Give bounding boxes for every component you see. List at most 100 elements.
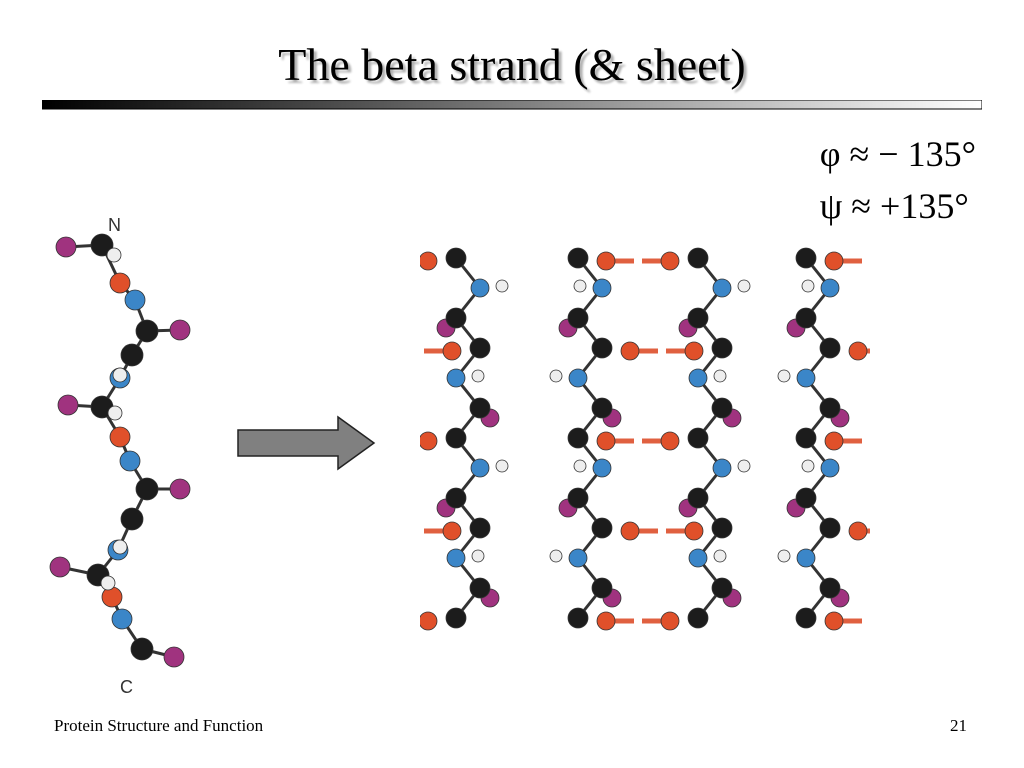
hydrogen-atom xyxy=(713,549,727,563)
hydrogen-atom xyxy=(801,279,815,293)
side-chain-atom xyxy=(169,478,191,500)
hydrogen-atom xyxy=(777,369,791,383)
oxygen-atom xyxy=(109,426,131,448)
c-terminus-label: C xyxy=(120,677,133,697)
oxygen-atom xyxy=(420,251,438,271)
carbon-atom xyxy=(469,397,491,419)
oxygen-atom xyxy=(824,431,844,451)
n-terminus-label: N xyxy=(108,215,121,235)
oxygen-atom xyxy=(101,586,123,608)
oxygen-atom xyxy=(596,251,616,271)
carbon-atom xyxy=(711,397,733,419)
side-chain-atom xyxy=(49,556,71,578)
hydrogen-atom xyxy=(107,405,123,421)
carbon-atom xyxy=(469,337,491,359)
nitrogen-atom xyxy=(446,548,466,568)
sheet-atoms xyxy=(420,247,868,631)
carbon-atom xyxy=(445,487,467,509)
carbon-atom xyxy=(445,427,467,449)
oxygen-atom xyxy=(848,341,868,361)
nitrogen-atom xyxy=(470,458,490,478)
carbon-atom xyxy=(469,517,491,539)
nitrogen-atom xyxy=(820,458,840,478)
nitrogen-atom xyxy=(712,278,732,298)
carbon-atom xyxy=(567,247,589,269)
carbon-atom xyxy=(795,247,817,269)
carbon-atom xyxy=(711,337,733,359)
oxygen-atom xyxy=(660,431,680,451)
hydrogen-atom xyxy=(713,369,727,383)
carbon-atom xyxy=(591,517,613,539)
carbon-atom xyxy=(591,337,613,359)
carbon-atom xyxy=(135,319,159,343)
hydrogen-atom xyxy=(495,279,509,293)
nitrogen-atom xyxy=(820,278,840,298)
hydrogen-atom xyxy=(573,279,587,293)
hydrogen-atom xyxy=(495,459,509,473)
strand-atoms xyxy=(49,233,191,668)
carbon-atom xyxy=(819,397,841,419)
oxygen-atom xyxy=(660,611,680,631)
oxygen-atom xyxy=(824,251,844,271)
carbon-atom xyxy=(819,577,841,599)
oxygen-atom xyxy=(442,521,462,541)
phi-angle: φ ≈ − 135° xyxy=(819,134,976,174)
carbon-atom xyxy=(819,337,841,359)
torsion-angles: φ ≈ − 135° ψ ≈ +135° xyxy=(820,128,976,232)
psi-angle: ψ ≈ +135° xyxy=(819,186,969,226)
carbon-atom xyxy=(795,607,817,629)
oxygen-atom xyxy=(660,251,680,271)
carbon-atom xyxy=(711,577,733,599)
carbon-atom xyxy=(795,307,817,329)
carbon-atom xyxy=(687,427,709,449)
hydrogen-atom xyxy=(112,539,128,555)
hydrogen-atom xyxy=(112,367,128,383)
hydrogen-atom xyxy=(801,459,815,473)
hydrogen-atom xyxy=(471,549,485,563)
nitrogen-atom xyxy=(124,289,146,311)
nitrogen-atom xyxy=(796,548,816,568)
side-chain-atom xyxy=(57,394,79,416)
carbon-atom xyxy=(90,233,114,257)
carbon-atom xyxy=(445,607,467,629)
oxygen-atom xyxy=(620,521,640,541)
nitrogen-atom xyxy=(592,458,612,478)
carbon-atom xyxy=(130,637,154,661)
nitrogen-atom xyxy=(119,450,141,472)
nitrogen-atom xyxy=(712,458,732,478)
page-number: 21 xyxy=(950,716,967,735)
carbon-atom xyxy=(795,427,817,449)
oxygen-atom xyxy=(420,611,438,631)
nitrogen-atom xyxy=(688,548,708,568)
side-chain-atom xyxy=(169,319,191,341)
carbon-atom xyxy=(445,247,467,269)
hydrogen-atom xyxy=(100,575,116,591)
hydrogen-atom xyxy=(737,279,751,293)
carbon-atom xyxy=(795,487,817,509)
hydrogen-atom xyxy=(549,369,563,383)
hydrogen-atom xyxy=(471,369,485,383)
carbon-atom xyxy=(591,397,613,419)
oxygen-atom xyxy=(684,521,704,541)
carbon-atom xyxy=(120,507,144,531)
side-chain-atom xyxy=(163,646,185,668)
beta-strand-model: N C xyxy=(49,215,191,697)
hydrogen-atom xyxy=(106,247,122,263)
oxygen-atom xyxy=(420,431,438,451)
nitrogen-atom xyxy=(688,368,708,388)
nitrogen-atom xyxy=(796,368,816,388)
footer-title: Protein Structure and Function xyxy=(54,716,264,735)
oxygen-atom xyxy=(824,611,844,631)
carbon-atom xyxy=(567,607,589,629)
oxygen-atom xyxy=(109,272,131,294)
carbon-atom xyxy=(567,427,589,449)
beta-sheet-model xyxy=(420,247,870,631)
carbon-atom xyxy=(567,487,589,509)
nitrogen-atom xyxy=(446,368,466,388)
nitrogen-atom xyxy=(592,278,612,298)
hydrogen-atom xyxy=(737,459,751,473)
side-chain-atom xyxy=(55,236,77,258)
carbon-atom xyxy=(469,577,491,599)
carbon-atom xyxy=(819,517,841,539)
carbon-atom xyxy=(120,343,144,367)
